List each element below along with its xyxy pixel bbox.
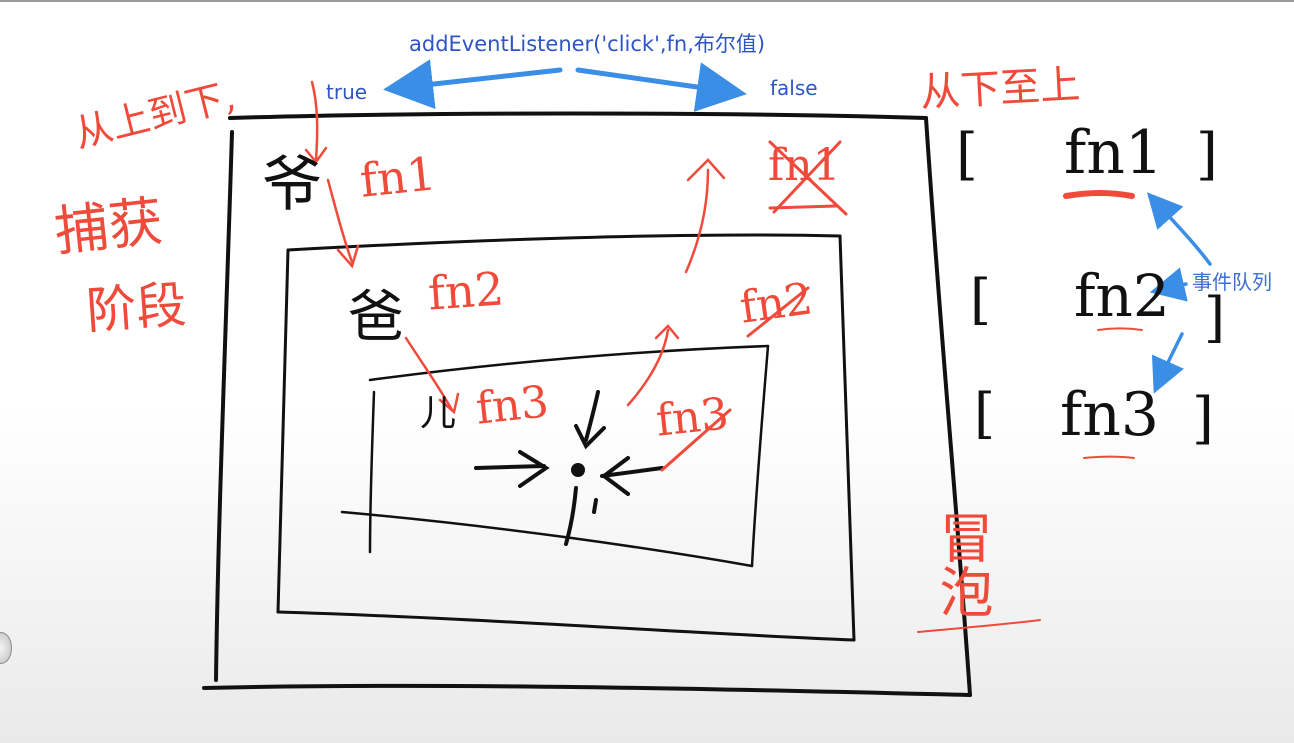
underlines: [917, 190, 1143, 633]
father-label: 爸: [348, 285, 404, 350]
bubbling-note: 冒泡: [930, 510, 993, 618]
queue-item-3-close: ]: [1192, 386, 1214, 451]
api-call-label: addEventListener('click',fn,布尔值): [409, 32, 766, 56]
capture-phase-note-2: 阶段: [84, 275, 189, 341]
queue-item-3-open: [: [974, 382, 996, 445]
queue-item-2-label: fn2: [1074, 262, 1170, 330]
capture-fn2: fn2: [426, 261, 506, 321]
queue-item-1-close: ]: [1196, 122, 1218, 187]
child-label: 儿: [420, 393, 457, 434]
strikeouts: [660, 140, 848, 472]
queue-item-3-label: fn3: [1060, 380, 1160, 450]
bubble-fn3-crossed: fn3: [653, 388, 732, 447]
grandpa-label: 爷: [262, 150, 322, 220]
capture-path: [304, 80, 460, 415]
bubble-fn2-crossed: fn2: [736, 273, 816, 334]
bubble-fn1-crossed: fn1: [768, 140, 841, 191]
bubble-path: [626, 158, 726, 407]
queue-item-1-label: fn1: [1064, 118, 1164, 188]
capture-fn1: fn1: [357, 146, 439, 208]
false-label: false: [770, 76, 818, 100]
window-top-border: [0, 0, 1294, 2]
queue-item-1-open: [: [956, 122, 978, 187]
event-target: [474, 390, 664, 546]
capture-phase-note: 捕获: [51, 189, 166, 264]
middle-box: [276, 233, 856, 642]
true-label: true: [326, 80, 368, 104]
capture-fn3: fn3: [473, 376, 552, 435]
inner-box: [340, 344, 770, 568]
queue-item-2-close: ]: [1204, 286, 1226, 349]
event-queue-label: 事件队列: [1192, 270, 1272, 294]
target-dot: [571, 463, 585, 477]
boolean-arrows: [383, 59, 747, 112]
queue-item-2-open: [: [970, 268, 992, 331]
queue-arrows: [1146, 192, 1212, 394]
bottom-to-top-note: 从下至上: [919, 61, 1082, 117]
